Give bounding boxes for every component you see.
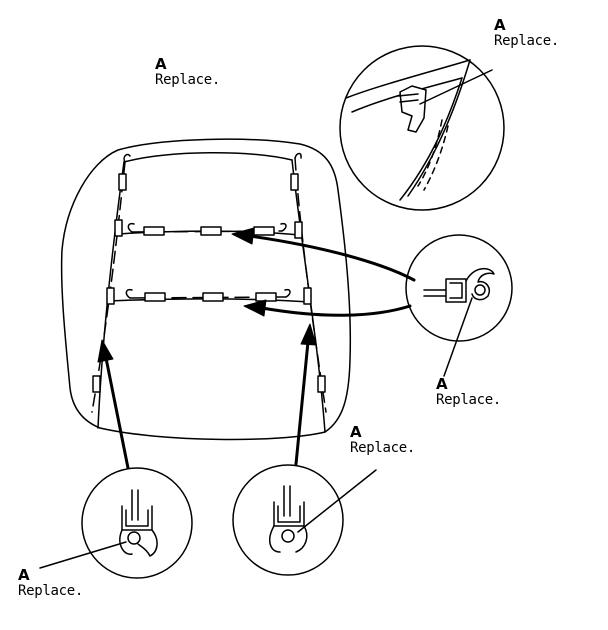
callout-letter: A — [350, 423, 362, 441]
detail-clip-inner — [277, 505, 301, 523]
callout-top-right: A Replace. — [494, 16, 560, 49]
detail-hook — [268, 525, 308, 553]
detail-circle-right — [405, 234, 513, 377]
leader-bottom-left — [39, 541, 127, 569]
callout-text: Replace. — [436, 391, 502, 408]
clip-left-2 — [114, 219, 123, 237]
detail-seam-dashes — [417, 119, 443, 187]
clip-right-4 — [317, 375, 326, 393]
clip-left-1 — [118, 173, 127, 191]
right-clip-row — [290, 152, 327, 413]
detail-circle-top-right — [339, 45, 505, 211]
clip-right-3 — [303, 287, 312, 305]
lower-wire-hook-right — [284, 288, 291, 298]
detail-seam-dashes-2 — [423, 125, 449, 191]
detail-hog-ring — [281, 529, 295, 543]
detail-clip-inner — [125, 509, 149, 527]
detail-wire-lines — [131, 489, 139, 521]
upper-wire-hook-left — [127, 222, 135, 233]
callout-letter: A — [18, 566, 30, 584]
upper-clip-row — [127, 222, 287, 236]
detail-hog-ring — [127, 531, 141, 545]
callout-text: Replace. — [494, 32, 560, 49]
callout-top-left: A Replace. — [155, 55, 221, 88]
clip-lower-1 — [144, 292, 166, 302]
detail-hook — [119, 529, 158, 557]
callout-letter: A — [494, 16, 506, 34]
arrow-to-upper-row — [248, 234, 416, 282]
detail-hog-ring — [474, 284, 486, 296]
arrowhead-right — [300, 323, 317, 346]
clip-upper-1 — [143, 226, 165, 236]
right-wire-hook-top — [294, 152, 302, 159]
clip-left-4 — [92, 375, 101, 393]
detail-clip-frame — [121, 505, 153, 531]
clip-upper-2 — [200, 226, 222, 236]
upper-wire-hook-right — [280, 222, 287, 232]
detail-cover-fold-inner — [399, 77, 463, 201]
detail-wire-lines — [283, 485, 291, 517]
detail-clip-inner — [449, 282, 463, 299]
arrow-to-left-clip — [104, 356, 130, 470]
arrowhead-lower — [243, 299, 267, 317]
detail-circle-outline — [81, 467, 193, 579]
detail-clip-hook — [465, 267, 495, 301]
left-clip-row — [91, 153, 131, 413]
callout-letter: A — [155, 55, 167, 73]
detail-clip-body — [399, 85, 427, 133]
detail-circle-bottom-center — [232, 464, 377, 576]
clip-right-1 — [290, 173, 299, 191]
leader-bottom-center — [297, 469, 377, 533]
detail-seat-edge — [345, 59, 471, 99]
callout-text: Replace. — [350, 439, 416, 456]
lower-wire-hook-left — [125, 288, 133, 299]
callout-text: Replace. — [18, 582, 84, 599]
detail-circle-outline — [232, 464, 344, 576]
detail-cover-fold — [407, 59, 471, 197]
callout-bottom-left: A Replace. — [18, 566, 84, 599]
detail-circle-bottom-left — [39, 467, 193, 579]
callout-text: Replace. — [155, 71, 221, 88]
clip-right-2 — [294, 221, 303, 239]
lower-clip-row — [125, 288, 291, 302]
cushion-top-line — [123, 152, 293, 163]
right-dashed-wire — [294, 157, 327, 413]
leader-top-right — [419, 69, 493, 105]
callout-bottom-center: A Replace. — [350, 423, 416, 456]
arrow-heads — [97, 227, 317, 363]
detail-clip-wire — [397, 93, 419, 103]
detail-clip-square — [445, 278, 467, 303]
clip-left-3 — [106, 287, 115, 305]
leader-right — [443, 297, 473, 377]
arrow-to-right-clip — [294, 340, 310, 466]
arrowhead-left — [97, 339, 114, 363]
detail-circle-outline — [339, 45, 505, 211]
detail-circle-outline — [405, 234, 513, 342]
callout-letter: A — [436, 375, 448, 393]
pointer-arrows — [104, 234, 416, 470]
left-wire-hook-top — [123, 153, 131, 163]
callout-right: A Replace. — [436, 375, 502, 408]
arrowhead-upper — [231, 227, 255, 245]
clip-lower-2 — [202, 292, 224, 302]
arrow-to-lower-row — [260, 304, 412, 317]
clip-upper-3 — [253, 226, 275, 236]
detail-clip-frame — [273, 501, 305, 527]
